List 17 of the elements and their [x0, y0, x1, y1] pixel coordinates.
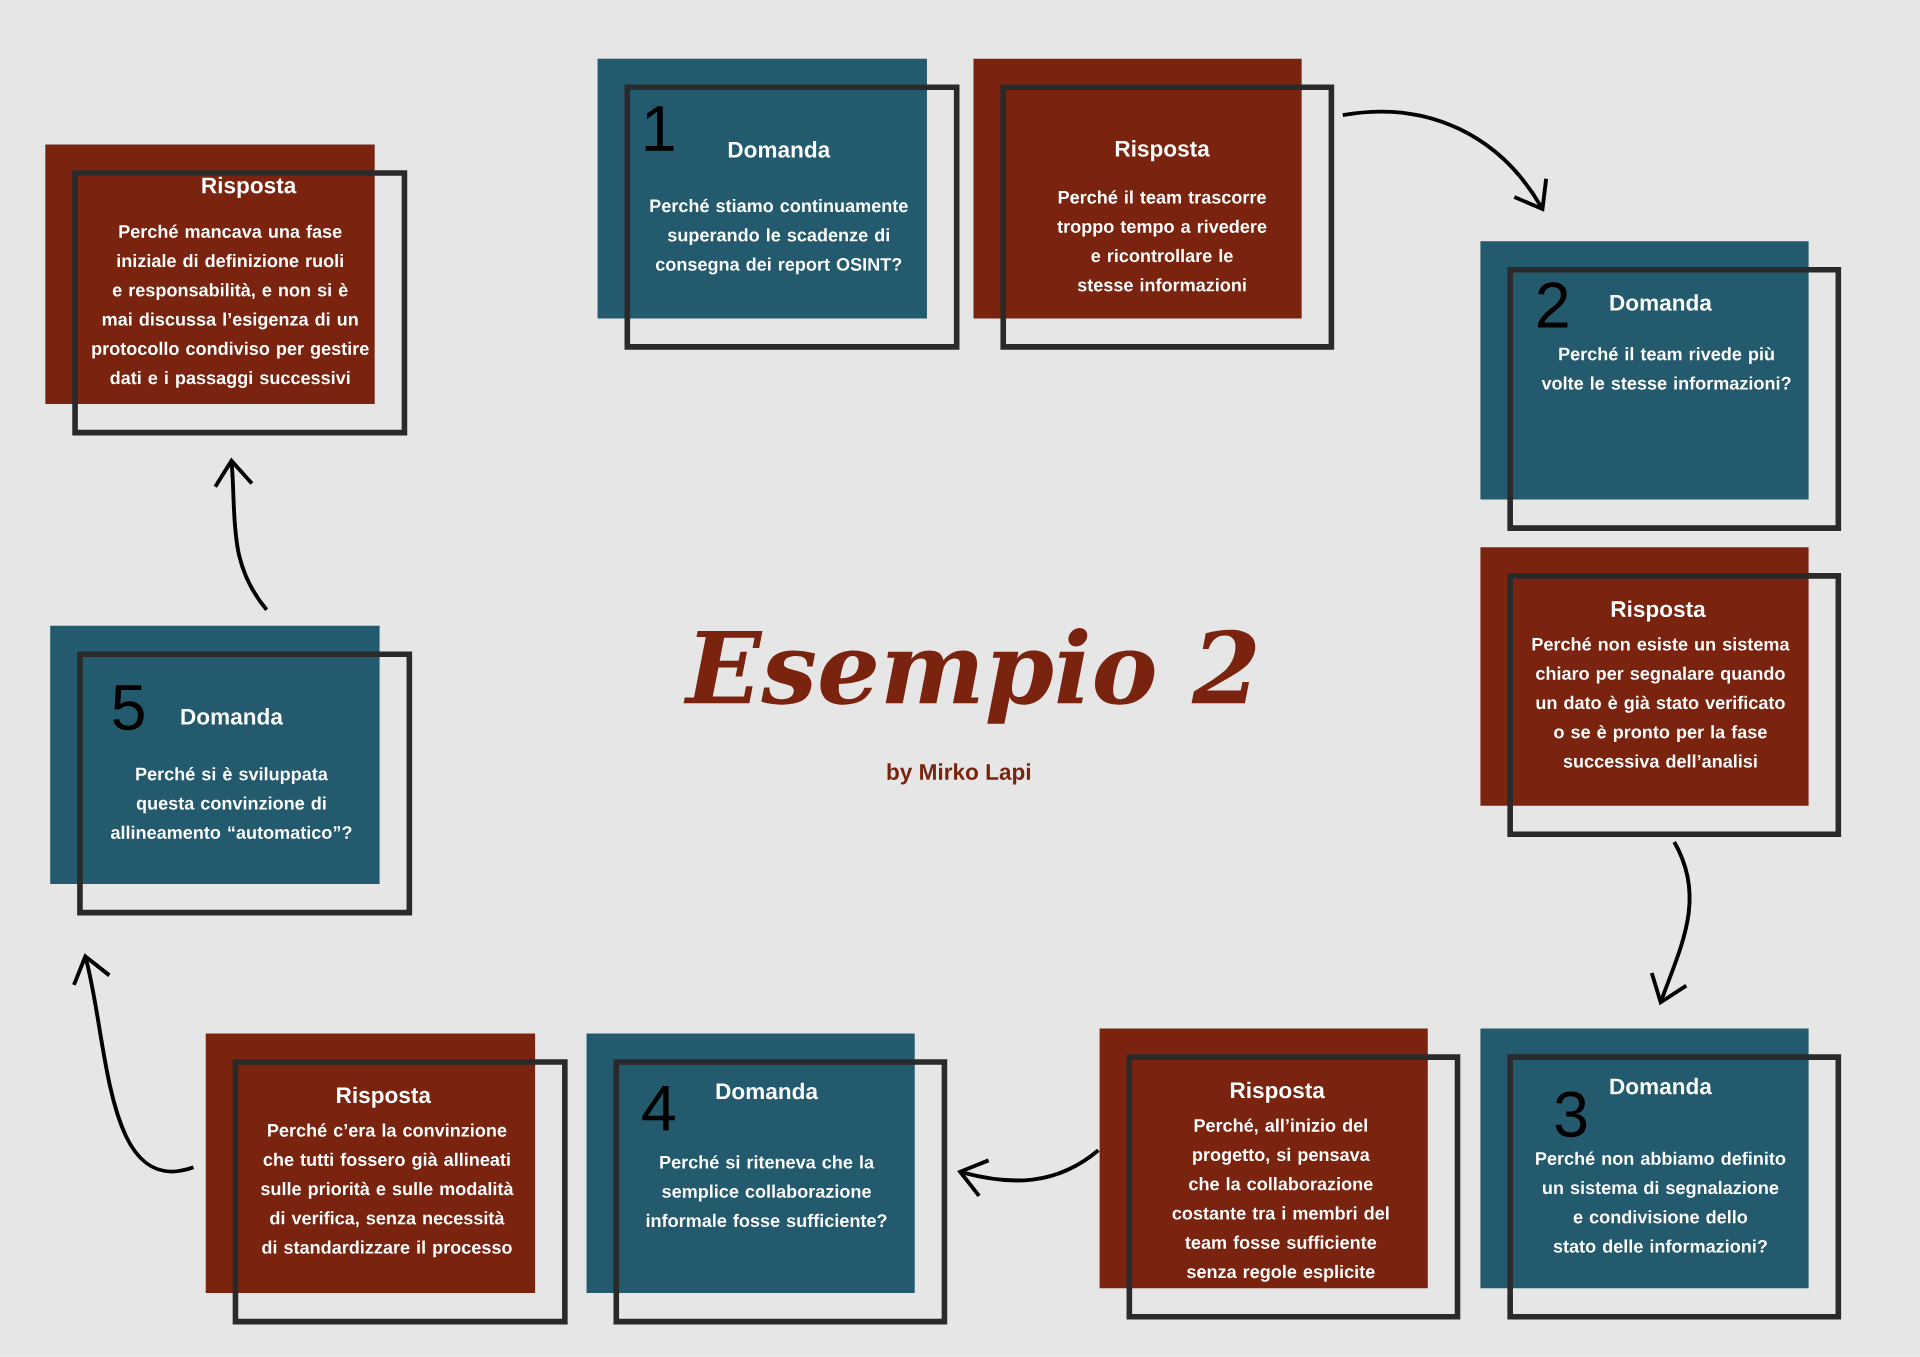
byline: by Mirko Lapi — [887, 763, 1030, 785]
card: 4 Domanda Perché si riteneva che la semplice collaborazione informale fosse sufficiente? — [586, 1033, 948, 1325]
card: 5 Domanda Perché si è sviluppata questa convinzione di allineamento “automatico”? — [50, 625, 413, 916]
card: Risposta Perché non esiste un sistema chiaro per segnalare quando un dato è già stato verificato o se è pronto per la fase successiva dell’analisi — [1480, 547, 1842, 838]
arrow — [213, 457, 269, 612]
arrow — [1649, 841, 1692, 1006]
arrow — [957, 1148, 1100, 1198]
title: Esempio 2 — [683, 628, 1256, 724]
arrow — [1342, 109, 1549, 212]
card: Risposta Perché c’era la convinzione che tutti fossero già allineati sulle priorità e sulle modalità di verifica, senza necessità di standardizzare il processo — [205, 1033, 568, 1325]
card: 1 Domanda Perché stiamo continuamente superando le scadenze di consegna dei report OSINT? — [597, 58, 960, 350]
card: Risposta Perché il team trascorre troppo tempo a rivedere e ricontrollare le stesse informazioni — [973, 58, 1335, 350]
card: 2 Domanda Perché il team rivede più volte le stesse informazioni? — [1480, 241, 1842, 532]
card: Risposta Perché mancava una fase iniziale di definizione ruoli e responsabilità, e non si è mai discussa l’esigenza di un protocollo condiviso per gestire dati e i passaggi successivi — [45, 144, 408, 436]
card: Risposta Perché, all’inizio del progetto, si pensava che la collaborazione costante tra i membri del team fosse sufficiente senza regole esplicite — [1099, 1028, 1461, 1320]
arrow — [72, 953, 194, 1174]
card: 3 Domanda Perché non abbiamo definito un sistema di segnalazione e condivisione dello stato delle informazioni? — [1480, 1028, 1842, 1320]
